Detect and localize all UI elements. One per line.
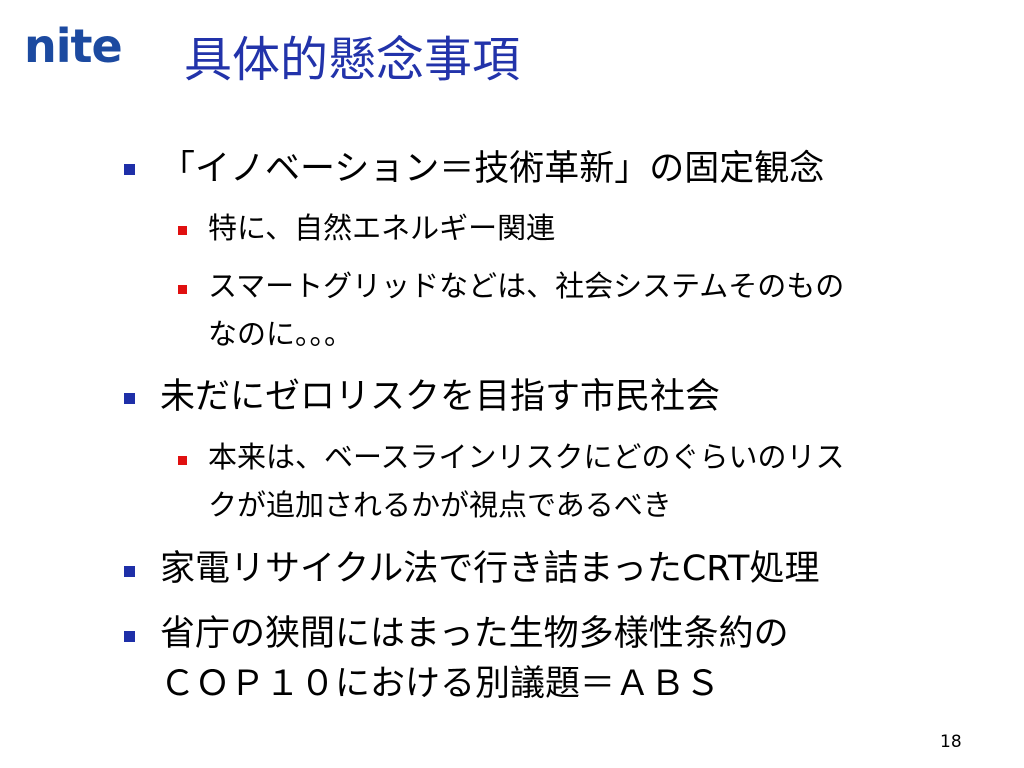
slide-title: 具体的懸念事項 [184, 32, 521, 88]
sub-bullet-item-1-1: 特に、自然エネルギー関連 [208, 211, 556, 245]
bullet-marker [124, 631, 135, 642]
sub-bullet-item-1-2-line1: スマートグリッドなどは、社会システムそのもの [208, 269, 845, 303]
bullet-item-4-line1: 省庁の狭間にはまった生物多様性条約の [160, 614, 789, 654]
page-number: 18 [940, 732, 962, 752]
bullet-marker [124, 393, 135, 404]
bullet-item-1: 「イノベーション＝技術革新」の固定観念 [160, 149, 825, 189]
bullet-item-3: 家電リサイクル法で行き詰まったCRT処理 [160, 549, 820, 589]
sub-bullet-marker [178, 285, 187, 294]
sub-bullet-item-2-1-line1: 本来は、ベースラインリスクにどのぐらいのリス [208, 440, 845, 474]
bullet-marker [124, 164, 135, 175]
sub-bullet-item-1-2-line2: なのに。。。 [208, 317, 354, 351]
bullet-marker [124, 566, 135, 577]
sub-bullet-marker [178, 226, 187, 235]
nite-logo: nite [24, 19, 123, 73]
bullet-item-2: 未だにゼロリスクを目指す市民社会 [160, 377, 721, 417]
sub-bullet-item-2-1-line2: クが追加されるかが視点であるべき [208, 488, 672, 522]
sub-bullet-marker [178, 456, 187, 465]
bullet-item-4-line2: ＣＯＰ１０における別議題＝ＡＢＳ [160, 664, 721, 704]
